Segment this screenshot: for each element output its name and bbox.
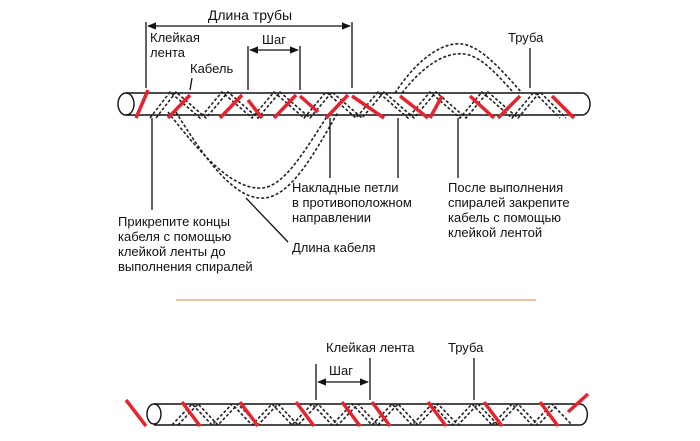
- top-diagram: Длина трубы Шаг Клейкая лента Кабель Тру…: [117, 7, 591, 274]
- tape-mark: [218, 93, 244, 120]
- tape-mark: [246, 98, 264, 120]
- bottom-pipe-label: Труба: [448, 340, 484, 355]
- tape-mark: [340, 400, 362, 428]
- bottom-pitch-label: Шаг: [329, 363, 353, 378]
- cable-label: Кабель: [190, 61, 233, 76]
- fix-ends-line-3: клейкой ленты до: [118, 244, 226, 259]
- tape-mark: [538, 400, 560, 428]
- loops-line-3: направлении: [292, 210, 371, 225]
- fix-ends-line-1: Прикрепите концы: [118, 214, 230, 229]
- tape-mark: [166, 93, 192, 120]
- after-spiral-line-4: клейкой лентой: [448, 225, 542, 240]
- tape-mark: [298, 94, 320, 114]
- after-spiral-line-1: После выполнения: [448, 180, 563, 195]
- tape-mark: [238, 400, 260, 428]
- bottom-pipe: [146, 403, 588, 426]
- after-spiral-line-3: кабель с помощью: [448, 210, 561, 225]
- tape-mark: [180, 400, 202, 428]
- bottom-cable-spiral: [171, 402, 573, 427]
- tape-mark: [428, 95, 444, 119]
- top-cable-loop-down: [167, 111, 339, 199]
- pipe-length-label: Длина трубы: [208, 7, 292, 23]
- bottom-diagram: Шаг Клейкая лента Труба: [124, 340, 590, 428]
- pipe-label: Труба: [508, 30, 544, 45]
- cable-label-group: Кабель: [189, 61, 233, 91]
- tape-mark: [370, 400, 392, 428]
- tape-mark: [550, 94, 576, 120]
- bottom-pitch-dimension: Шаг: [315, 358, 371, 400]
- pitch-label: Шаг: [262, 32, 286, 47]
- after-spiral-line-2: спиралей закрепите: [448, 195, 570, 210]
- tape-mark: [468, 94, 496, 120]
- tape-label-group: Клейкая лента: [150, 30, 200, 60]
- pitch-dimension: Шаг: [247, 32, 301, 90]
- pipe-length-dimension: Длина трубы: [145, 7, 353, 88]
- bottom-tape-marks: [124, 392, 590, 428]
- fix-ends-callout: Прикрепите концы кабеля с помощью клейко…: [118, 214, 253, 274]
- tape-mark: [124, 398, 148, 428]
- tape-mark: [426, 400, 448, 428]
- top-cable-spiral: [149, 90, 567, 120]
- tape-mark: [134, 89, 150, 119]
- tape-mark: [398, 94, 430, 120]
- fix-ends-line-4: выполнения спиралей: [118, 259, 253, 274]
- pipe-label-group: Труба: [508, 30, 544, 88]
- loops-line-2: в противоположном: [292, 195, 412, 210]
- tape-label-line-1: Клейкая: [150, 30, 200, 45]
- cable-length-label: Длина кабеля: [292, 240, 376, 255]
- tape-mark: [482, 400, 504, 428]
- tape-mark: [272, 93, 298, 120]
- tape-mark: [351, 94, 385, 120]
- top-cable-loop-up: [394, 43, 523, 94]
- bottom-tape-label: Клейкая лента: [326, 340, 415, 355]
- top-tape-marks: [134, 89, 576, 120]
- tape-mark: [566, 392, 590, 414]
- after-spiral-callout: После выполнения спиралей закрепите кабе…: [448, 180, 570, 240]
- tape-mark: [324, 93, 350, 120]
- loops-line-1: Накладные петли: [292, 180, 399, 195]
- fix-ends-line-2: кабеля с помощью: [118, 229, 232, 244]
- tape-label-line-2: лента: [150, 45, 186, 60]
- tape-mark: [496, 94, 522, 120]
- loops-callout: Накладные петли в противоположном направ…: [292, 180, 412, 225]
- tape-mark: [294, 400, 316, 428]
